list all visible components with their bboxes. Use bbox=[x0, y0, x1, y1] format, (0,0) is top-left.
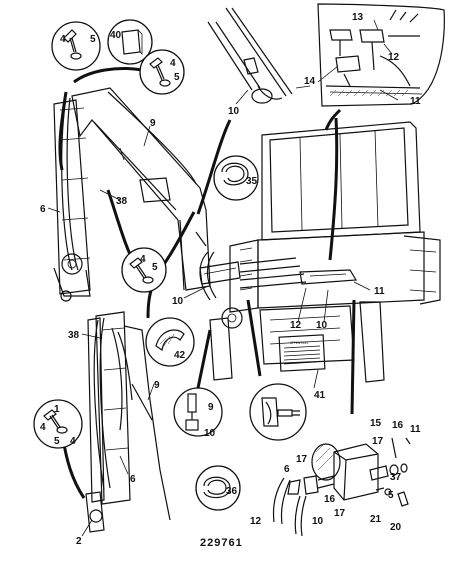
detail-circle-1-4-5: 1 4 5 4 bbox=[33, 399, 83, 449]
callout-4-top: 4 bbox=[60, 34, 66, 45]
detail-circle-42: 42 bbox=[145, 317, 195, 367]
callout-leaders bbox=[47, 19, 399, 537]
detail-circle-40: 40 bbox=[107, 19, 153, 65]
callout-1: 1 bbox=[54, 404, 60, 415]
cab-illustration bbox=[195, 121, 441, 383]
callout-6-valve: 6 bbox=[284, 464, 290, 475]
callout-9-boom: 9 bbox=[150, 118, 156, 129]
figure-number: 229761 bbox=[200, 537, 243, 549]
callout-11-cab: 11 bbox=[374, 286, 385, 297]
callout-16-top: 16 bbox=[392, 420, 404, 431]
callout-36: 36 bbox=[226, 486, 238, 497]
valve-assembly-illustration bbox=[272, 437, 411, 537]
callout-10-valve: 10 bbox=[312, 516, 324, 527]
callout-38-dipper: 38 bbox=[68, 330, 80, 341]
callout-13: 13 bbox=[352, 12, 364, 23]
top-pipe-illustration bbox=[207, 7, 311, 104]
callout-10-top: 10 bbox=[228, 106, 240, 117]
attention-sign: ATTENTION bbox=[278, 334, 326, 372]
callout-12-middle: 12 bbox=[290, 320, 302, 331]
callout-35: 35 bbox=[246, 176, 258, 187]
callout-11-inset: 11 bbox=[410, 96, 421, 107]
callout-4-upper: 4 bbox=[170, 58, 176, 69]
callout-6-dipper: 6 bbox=[130, 474, 136, 485]
valve-detail-inset bbox=[317, 3, 445, 107]
callout-11-valve: 11 bbox=[410, 424, 421, 435]
callout-5-lower: 5 bbox=[54, 436, 60, 447]
callout-16-bottom: 16 bbox=[324, 494, 336, 505]
callout-20: 20 bbox=[390, 522, 402, 533]
callout-4-lower: 4 bbox=[40, 422, 46, 433]
callout-38-boom: 38 bbox=[116, 196, 128, 207]
callout-5-valve: 5 bbox=[388, 490, 394, 501]
callout-2: 2 bbox=[76, 536, 82, 547]
callout-5-upper: 5 bbox=[174, 72, 180, 83]
callout-42: 42 bbox=[174, 350, 186, 361]
callout-4-lower-2: 4 bbox=[70, 436, 76, 447]
callout-6-boom: 6 bbox=[40, 204, 46, 215]
callout-40: 40 bbox=[110, 30, 122, 41]
callout-17-bottom: 17 bbox=[334, 508, 346, 519]
callout-12-inset: 12 bbox=[388, 52, 400, 63]
callout-41: 41 bbox=[314, 390, 326, 401]
detail-circle-clamp bbox=[249, 383, 307, 441]
callout-10-middle: 10 bbox=[172, 296, 184, 307]
callout-14: 14 bbox=[304, 76, 316, 87]
callout-9-detail: 9 bbox=[208, 402, 214, 413]
callout-15: 15 bbox=[370, 418, 382, 429]
callout-17-top: 17 bbox=[372, 436, 384, 447]
callout-numbers: 9 10 13 12 14 11 6 38 10 12 10 11 38 9 4… bbox=[40, 12, 421, 547]
callout-5-middle: 5 bbox=[152, 262, 158, 273]
callout-37: 37 bbox=[390, 472, 402, 483]
callout-12-valve: 12 bbox=[250, 516, 262, 527]
callout-10-cab: 10 bbox=[316, 320, 328, 331]
callout-4-middle: 4 bbox=[140, 254, 146, 265]
callout-5-top: 5 bbox=[90, 34, 96, 45]
dipper-arm-illustration bbox=[85, 311, 171, 533]
detail-circle-9-10: 9 10 bbox=[173, 387, 223, 439]
detail-circle-36: 36 bbox=[195, 465, 241, 511]
callout-9-dipper: 9 bbox=[154, 380, 160, 391]
detail-circle-bolt-washer-upper: 4 5 bbox=[139, 49, 185, 95]
callout-17-left: 17 bbox=[296, 454, 308, 465]
callout-21: 21 bbox=[370, 514, 382, 525]
detail-circle-bolt-washer-top: 4 5 bbox=[51, 21, 101, 71]
detail-circle-35: 35 bbox=[213, 155, 259, 201]
attention-sign-text: ATTENTION bbox=[290, 341, 309, 345]
callout-10-detail: 10 bbox=[204, 428, 216, 439]
boom-arm-illustration bbox=[53, 87, 211, 302]
detail-circle-bolt-washer-middle: 4 5 bbox=[121, 247, 167, 293]
